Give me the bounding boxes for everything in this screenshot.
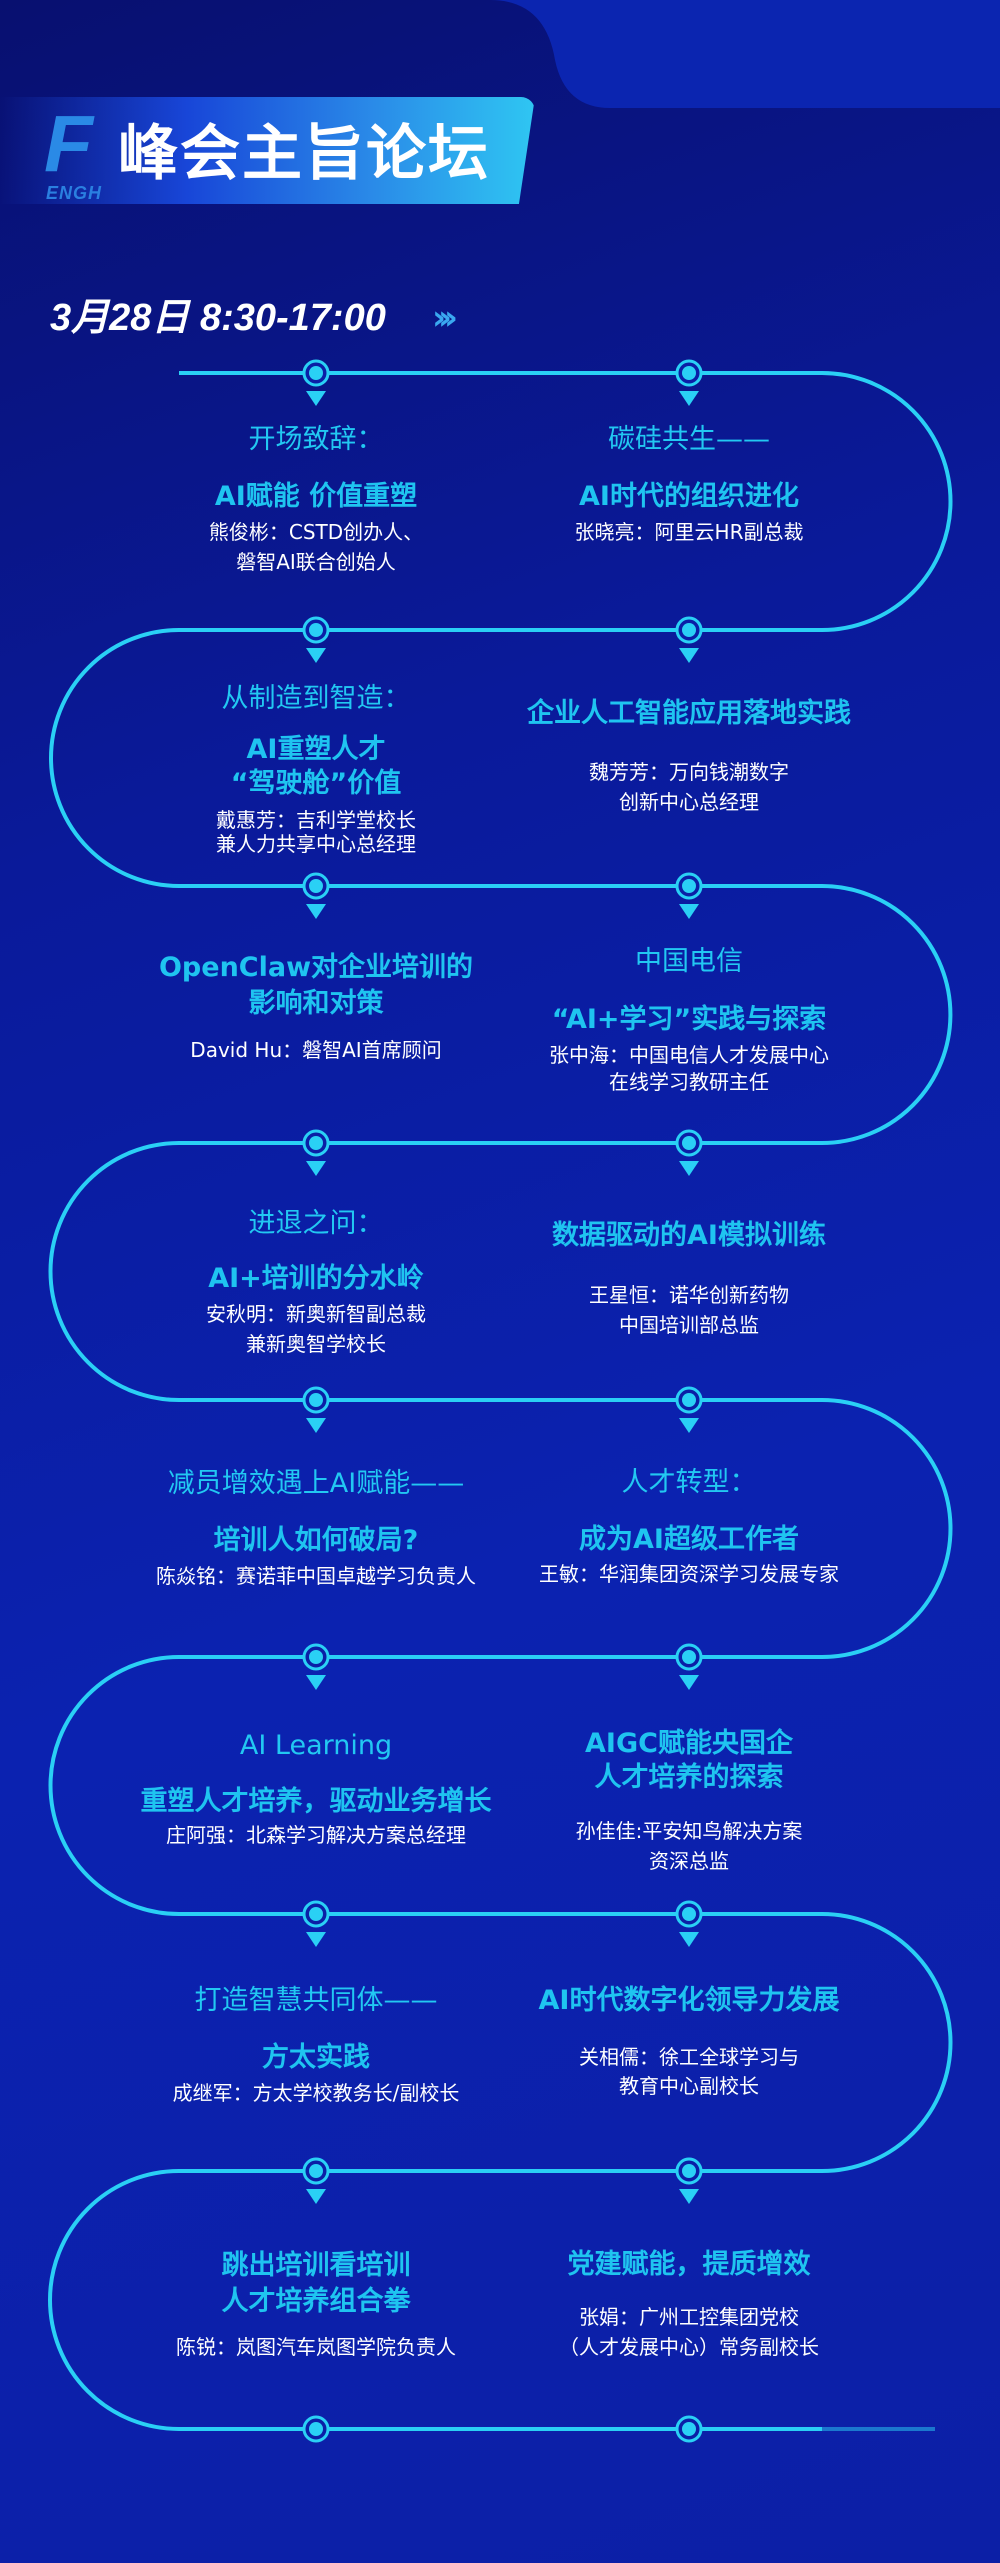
pin-dot-icon [682,1136,696,1150]
session-subtitle: 人才培养的探索 [594,1762,784,1793]
pin-dot-icon [309,366,323,380]
session-subtitle: 企业人工智能应用落地实践 [527,698,851,729]
session-subtitle: “AI+学习”实践与探索 [551,1004,827,1035]
session-title: AI Learning [239,1730,393,1761]
speaker-info: 兼人力共享中心总经理 [216,832,416,856]
session-subtitle: 重塑人才培养，驱动业务增长 [140,1786,492,1817]
pin-dot-icon [682,879,696,893]
track-path [48,371,953,2431]
speaker-info: 熊俊彬：CSTD创办人、 [208,520,424,544]
session-title: 减员增效遇上AI赋能—— [167,1468,465,1499]
pin-arrow-icon [679,904,699,919]
pin-arrow-icon [679,1418,699,1433]
pin-dot-icon [309,2164,323,2178]
speaker-info: 中国培训部总监 [619,1313,759,1337]
logo-letter: F [44,99,93,188]
pin-dot-icon [682,1907,696,1921]
session-subtitle: AI重塑人才 [246,734,386,765]
speaker-info: 教育中心副校长 [619,2074,759,2098]
session-title: 中国电信 [635,946,743,977]
pin-dot-icon [309,1136,323,1150]
speaker-info: 陈锐：岚图汽车岚图学院负责人 [176,2335,456,2359]
pin-dot-icon [682,623,696,637]
pin-dot-icon [309,2422,323,2436]
session-title: 进退之问： [248,1208,384,1239]
pin-arrow-icon [306,648,326,663]
header-banner [0,97,535,204]
speaker-info: 成继军：方太学校教务长/副校长 [172,2081,460,2105]
session-subtitle: 培训人如何破局? [213,1525,419,1556]
pin-dot-icon [682,1650,696,1664]
session-subtitle: AI时代数字化领导力发展 [538,1985,840,2016]
session-subtitle: 跳出培训看培训 [221,2250,411,2281]
speaker-info: 魏芳芳：万向钱潮数字 [589,760,789,784]
session-subtitle: 党建赋能，提质增效 [567,2249,811,2280]
pin-dot-icon [682,2422,696,2436]
session-subtitle: AI+培训的分水岭 [208,1263,424,1294]
pin-dot-icon [682,1393,696,1407]
speaker-info: 戴惠芳：吉利学堂校长 [216,808,416,832]
session-subtitle: 人才培养组合拳 [221,2286,411,2317]
speaker-info: 张晓亮：阿里云HR副总裁 [574,520,804,544]
pin-arrow-icon [306,1932,326,1947]
pin-arrow-icon [679,1675,699,1690]
pin-dot-icon [682,2164,696,2178]
page-title: 峰会主旨论坛 [118,119,490,189]
logo-text: ENGH [46,183,103,203]
speaker-info: 在线学习教研主任 [609,1070,769,1094]
speaker-info: 孙佳佳:平安知鸟解决方案 [575,1819,803,1843]
speaker-info: 兼新奥智学校长 [246,1332,386,1356]
session-subtitle: 影响和对策 [248,988,384,1019]
speaker-info: 关相儒：徐工全球学习与 [579,2045,799,2069]
speaker-info: 庄阿强：北森学习解决方案总经理 [166,1823,466,1847]
pin-dot-icon [309,879,323,893]
session-subtitle: 成为AI超级工作者 [579,1524,799,1555]
pin-arrow-icon [306,1675,326,1690]
speaker-info: David Hu：磐智AI首席顾问 [190,1038,442,1062]
speaker-info: 创新中心总经理 [619,790,759,814]
session-title: 从制造到智造： [221,683,411,714]
speaker-info: 王敏：华润集团资深学习发展专家 [539,1562,839,1586]
session-subtitle: AI赋能 价值重塑 [214,481,418,512]
session-title: 打造智慧共同体—— [194,1985,438,2016]
pin-arrow-icon [679,2189,699,2204]
speaker-info: 张娟：广州工控集团党校 [579,2305,799,2329]
speaker-info: 安秋明：新奥新智副总裁 [206,1302,426,1326]
session-title: 开场致辞： [248,424,384,455]
pin-dot-icon [309,1393,323,1407]
speaker-info: 陈焱铭：赛诺菲中国卓越学习负责人 [156,1564,476,1588]
session-subtitle: OpenClaw对企业培训的 [158,952,474,983]
pin-arrow-icon [306,2189,326,2204]
speaker-info: （人才发展中心）常务副校长 [559,2335,819,2359]
session-subtitle: AI时代的组织进化 [579,481,799,512]
pin-arrow-icon [306,1161,326,1176]
pin-arrow-icon [679,1932,699,1947]
pin-dot-icon [309,1907,323,1921]
session-title: 人才转型： [621,1467,757,1498]
pin-arrow-icon [679,648,699,663]
pin-arrow-icon [306,904,326,919]
pin-arrow-icon [679,1161,699,1176]
speaker-info: 王星恒：诺华创新药物 [589,1283,789,1307]
pin-arrow-icon [306,391,326,406]
pin-arrow-icon [679,391,699,406]
session-subtitle: “驾驶舱”价值 [230,768,402,799]
pin-arrow-icon [306,1418,326,1433]
pin-dot-icon [682,366,696,380]
session-subtitle: 方太实践 [262,2042,370,2073]
speaker-info: 张中海：中国电信人才发展中心 [549,1043,829,1067]
session-subtitle: AIGC赋能央国企 [585,1728,793,1759]
pin-dot-icon [309,1650,323,1664]
session-subtitle: 数据驱动的AI模拟训练 [552,1220,826,1251]
speaker-info: 磐智AI联合创始人 [236,550,396,574]
top-decoration [470,0,1000,108]
speaker-info: 资深总监 [649,1849,729,1873]
event-date: 3月28日 8:30-17:00 [50,297,386,339]
pin-dot-icon [309,623,323,637]
session-title: 碳硅共生—— [608,424,770,455]
